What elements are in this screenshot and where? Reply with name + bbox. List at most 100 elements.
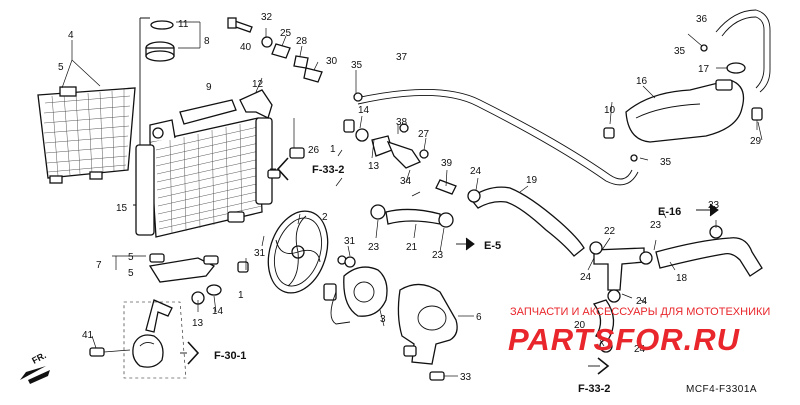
- callout-22: 22: [604, 226, 616, 237]
- callout-8: 8: [204, 36, 210, 47]
- radiator-cap: [145, 20, 201, 62]
- ref-f33-2-bottom: F-33-2: [578, 383, 610, 395]
- callout-10: 10: [604, 105, 616, 116]
- upper-fittings: [289, 119, 457, 195]
- clamp-35c: [630, 154, 638, 162]
- side-hose: [655, 225, 763, 277]
- callout-23-a: 23: [368, 242, 380, 253]
- callout-numbers: 4 5 11 8 32 25 28 40 30 35 37 9 12 14 1 …: [58, 12, 762, 383]
- callout-5-c: 5: [128, 268, 134, 279]
- tank-hose: [715, 9, 771, 93]
- ref-f33-2-top: F-33-2: [312, 164, 344, 176]
- reference-labels: F-33-2 F-30-1 E-16 E-5 F-33-2 FR.: [30, 164, 681, 395]
- callout-1-top: 1: [330, 144, 336, 155]
- callout-16: 16: [636, 76, 648, 87]
- callout-5: 5: [58, 62, 64, 73]
- ref-e5: E-5: [484, 240, 501, 252]
- ref-e16: E-16: [658, 206, 681, 218]
- ref-f30-1: F-30-1: [214, 350, 246, 362]
- water-pipe-joint: [589, 241, 653, 303]
- callout-11: 11: [178, 19, 189, 30]
- callout-4: 4: [68, 30, 74, 41]
- callout-35-top: 35: [351, 60, 363, 71]
- callout-2: 2: [322, 212, 328, 223]
- clamp-35a: [353, 92, 363, 102]
- front-label: FR.: [30, 350, 47, 366]
- callout-30: 30: [326, 56, 338, 67]
- upper-radiator-hose: [370, 204, 454, 228]
- watermark: ЗАПЧАСТИ И АКСЕССУАРЫ ДЛЯ МОТОТЕХНИКИ PA…: [508, 306, 770, 357]
- tank-screw: [751, 107, 763, 130]
- cooling-fan: [267, 210, 329, 294]
- callout-20: 20: [574, 320, 586, 331]
- callout-6: 6: [476, 312, 482, 323]
- callout-13-top: 13: [368, 161, 380, 172]
- lower-bolt: [429, 371, 458, 381]
- callout-9: 9: [206, 82, 212, 93]
- callout-40: 40: [240, 42, 252, 53]
- callout-17: 17: [698, 64, 710, 75]
- callout-24-top: 24: [470, 166, 482, 177]
- leader-lines: [91, 33, 763, 349]
- radiator-pad: [179, 99, 237, 125]
- front-arrow-icon: [28, 370, 50, 384]
- callout-15: 15: [116, 203, 128, 214]
- overflow-hose: [355, 89, 633, 180]
- callout-12: 12: [252, 79, 264, 90]
- callout-24-a: 24: [580, 272, 592, 283]
- callout-7: 7: [96, 260, 102, 271]
- overflow-hose-edge: [357, 95, 639, 186]
- callout-18: 18: [676, 273, 688, 284]
- callout-26: 26: [308, 145, 320, 156]
- callout-23-c: 23: [708, 200, 720, 211]
- reserve-tank: [603, 62, 746, 143]
- watermark-logo: PARTSFOR.RU: [508, 322, 741, 357]
- lower-stay: [112, 253, 219, 283]
- mount-bolt-stack: [227, 17, 323, 83]
- clamp-35b: [700, 44, 708, 52]
- radiator-bracket: [239, 77, 273, 119]
- callout-29: 29: [750, 136, 762, 147]
- diagram-code: MCF4-F3301A: [686, 384, 757, 395]
- bolt-31: [344, 256, 356, 268]
- callout-34: 34: [400, 176, 412, 187]
- radiator-core: [135, 117, 281, 238]
- callout-24-c: 24: [634, 344, 646, 355]
- callout-31-b: 31: [344, 236, 356, 247]
- callout-38: 38: [396, 117, 408, 128]
- bypass-pipe: [592, 299, 615, 353]
- callout-33: 33: [460, 372, 472, 383]
- callout-24-b: 24: [636, 296, 648, 307]
- lower-radiator-hose: [467, 186, 585, 257]
- callout-39: 39: [441, 158, 453, 169]
- callout-23-d: 23: [650, 220, 662, 231]
- callout-21: 21: [406, 242, 418, 253]
- callout-27: 27: [418, 129, 430, 140]
- horn-bracket: [89, 299, 173, 368]
- callout-31-a: 31: [254, 248, 266, 259]
- reference-arrows: [20, 157, 719, 384]
- callout-5-b: 5: [128, 252, 134, 263]
- callout-3: 3: [380, 314, 386, 325]
- grommet-14: [206, 284, 222, 296]
- watermark-text: ЗАПЧАСТИ И АКСЕССУАРЫ ДЛЯ МОТОТЕХНИКИ: [510, 306, 770, 318]
- horn-group-outline: [123, 301, 187, 379]
- callout-32: 32: [261, 12, 273, 23]
- fan-shroud: [397, 283, 474, 365]
- callout-13-b: 13: [192, 318, 204, 329]
- callout-1-b: 1: [238, 290, 244, 301]
- grommet-1: [237, 261, 249, 273]
- tank-hose-edge: [721, 16, 765, 89]
- callout-14-top: 14: [358, 105, 370, 116]
- callout-37: 37: [396, 52, 408, 63]
- fan-motor: [323, 255, 388, 325]
- callout-36: 36: [696, 14, 708, 25]
- callout-35-r1: 35: [674, 46, 686, 57]
- callout-25: 25: [280, 28, 292, 39]
- callout-19: 19: [526, 175, 538, 186]
- callout-23-b: 23: [432, 250, 444, 261]
- radiator-grille: [37, 40, 136, 184]
- callout-41: 41: [82, 330, 94, 341]
- callout-35-r2: 35: [660, 157, 672, 168]
